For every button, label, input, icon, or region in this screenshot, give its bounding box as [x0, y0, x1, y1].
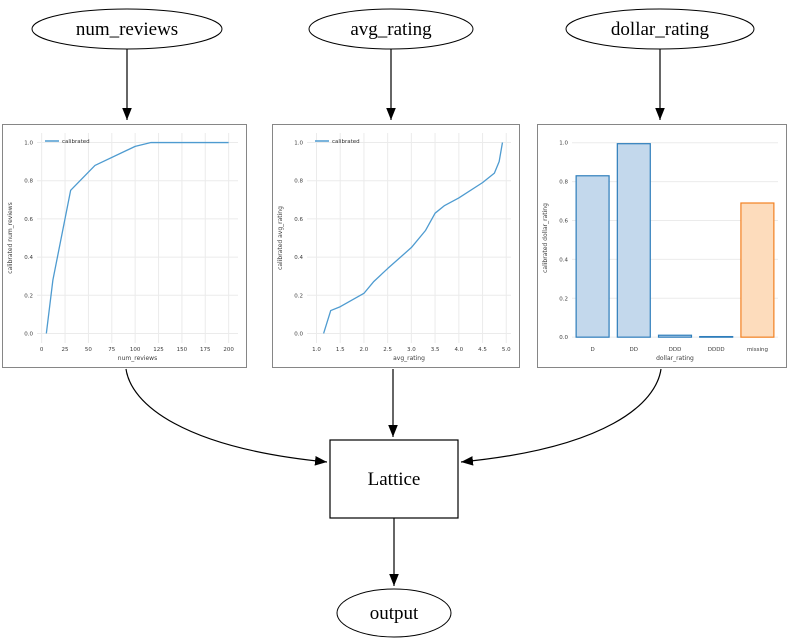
num-reviews-calibration-plot: 0.0 0.2 0.4 0.6 0.8 1.0 0 25 50 75 100 125 150 175 200… — [2, 124, 247, 368]
calibration-curve — [45, 141, 229, 334]
y-axis-label: calibrated num_reviews — [7, 202, 14, 273]
y-tick-label: 0.2 — [24, 293, 33, 299]
x-tick-label: 125 — [153, 347, 164, 353]
x-tick-label: 5.0 — [502, 347, 511, 353]
x-tick-label: DDD — [669, 347, 682, 353]
y-tick-label: 0.4 — [24, 255, 33, 261]
x-tick-label: D — [590, 347, 594, 353]
lattice-box — [329, 439, 459, 519]
y-tick-label: 0.8 — [294, 179, 303, 185]
x-tick-label: 3.5 — [431, 347, 440, 353]
y-tick-label: 1.0 — [294, 141, 303, 147]
avg-rating-calibration-plot: 0.0 0.2 0.4 0.6 0.8 1.0 1.0 1.5 2.0 2.5 3.0 3.5 4.0 4… — [272, 124, 520, 368]
bar-DDD — [657, 334, 693, 338]
output-ellipse — [336, 588, 452, 638]
y-tick-label: 0.6 — [294, 217, 303, 223]
avg-rating-ellipse — [308, 8, 474, 50]
dollar-rating-label: dollar_rating — [611, 19, 710, 40]
y-tick-label: 1.0 — [559, 141, 568, 147]
y-tick-label: 0.0 — [24, 331, 33, 337]
bar-missing — [740, 202, 775, 338]
node-num-reviews: num_reviews — [31, 8, 223, 50]
node-avg-rating: avg_rating — [308, 8, 474, 50]
y-tick-label: 0.6 — [24, 217, 33, 223]
y-tick-label: 0.2 — [559, 296, 568, 302]
num-reviews-chart: 0.0 0.2 0.4 0.6 0.8 1.0 0 25 50 75 100 125 150 175 200… — [7, 133, 238, 362]
x-tick-label: 1.5 — [336, 347, 345, 353]
lattice-label: Lattice — [368, 469, 421, 490]
x-tick-label: 200 — [223, 347, 234, 353]
edge-dollar-rating-calibrator-to-lattice-arrow — [460, 368, 662, 466]
bar-DDDD — [699, 335, 734, 338]
node-lattice: Lattice — [329, 439, 459, 519]
x-tick-label: 25 — [62, 347, 69, 353]
x-axis-label: num_reviews — [118, 355, 157, 362]
dollar-rating-ellipse — [565, 8, 755, 50]
y-tick-label: 0.2 — [294, 293, 303, 299]
x-tick-label: 1.0 — [312, 347, 321, 353]
x-tick-label: DD — [630, 347, 638, 353]
y-axis-label: calibrated avg_rating — [277, 206, 284, 270]
output-label: output — [370, 603, 419, 624]
num-reviews-label: num_reviews — [76, 19, 178, 40]
x-axis-label: dollar_rating — [656, 355, 694, 362]
node-output: output — [336, 588, 452, 638]
y-tick-label: 0.0 — [559, 335, 568, 341]
y-axis-label: calibrated dollar_rating — [542, 203, 549, 273]
bar-DD — [616, 143, 651, 338]
avg-rating-label: avg_rating — [350, 19, 432, 40]
x-tick-label: DDDD — [708, 347, 725, 353]
x-tick-label: 150 — [177, 347, 188, 353]
legend-label: calibrated — [62, 139, 90, 145]
x-tick-label: 4.0 — [454, 347, 463, 353]
x-tick-label: 0 — [40, 347, 44, 353]
y-tick-label: 0.0 — [294, 331, 303, 337]
num-reviews-ellipse — [31, 8, 223, 50]
x-axis-label: avg_rating — [393, 355, 425, 362]
y-tick-label: 0.8 — [559, 180, 568, 186]
x-tick-label: 2.5 — [383, 347, 392, 353]
y-tick-label: 0.6 — [559, 219, 568, 225]
x-tick-label: 3.0 — [407, 347, 416, 353]
node-dollar-rating: dollar_rating — [565, 8, 755, 50]
y-tick-label: 1.0 — [24, 141, 33, 147]
bar-D — [575, 175, 610, 338]
x-tick-label: 50 — [85, 347, 92, 353]
y-tick-label: 0.4 — [559, 257, 568, 263]
x-tick-label: 100 — [130, 347, 141, 353]
x-tick-label: 175 — [200, 347, 211, 353]
legend-label: calibrated — [332, 139, 360, 145]
calibration-curve — [322, 142, 504, 334]
x-tick-label: 4.5 — [478, 347, 487, 353]
x-tick-label: 75 — [108, 347, 115, 353]
y-tick-label: 0.8 — [24, 179, 33, 185]
y-tick-label: 0.4 — [294, 255, 303, 261]
avg-rating-chart: 0.0 0.2 0.4 0.6 0.8 1.0 1.0 1.5 2.0 2.5 3.0 3.5 4.0 4… — [277, 133, 511, 362]
x-tick-label: missing — [747, 347, 768, 353]
x-tick-label: 2.0 — [360, 347, 369, 353]
edge-num-reviews-calibrator-to-lattice-arrow — [125, 368, 328, 466]
